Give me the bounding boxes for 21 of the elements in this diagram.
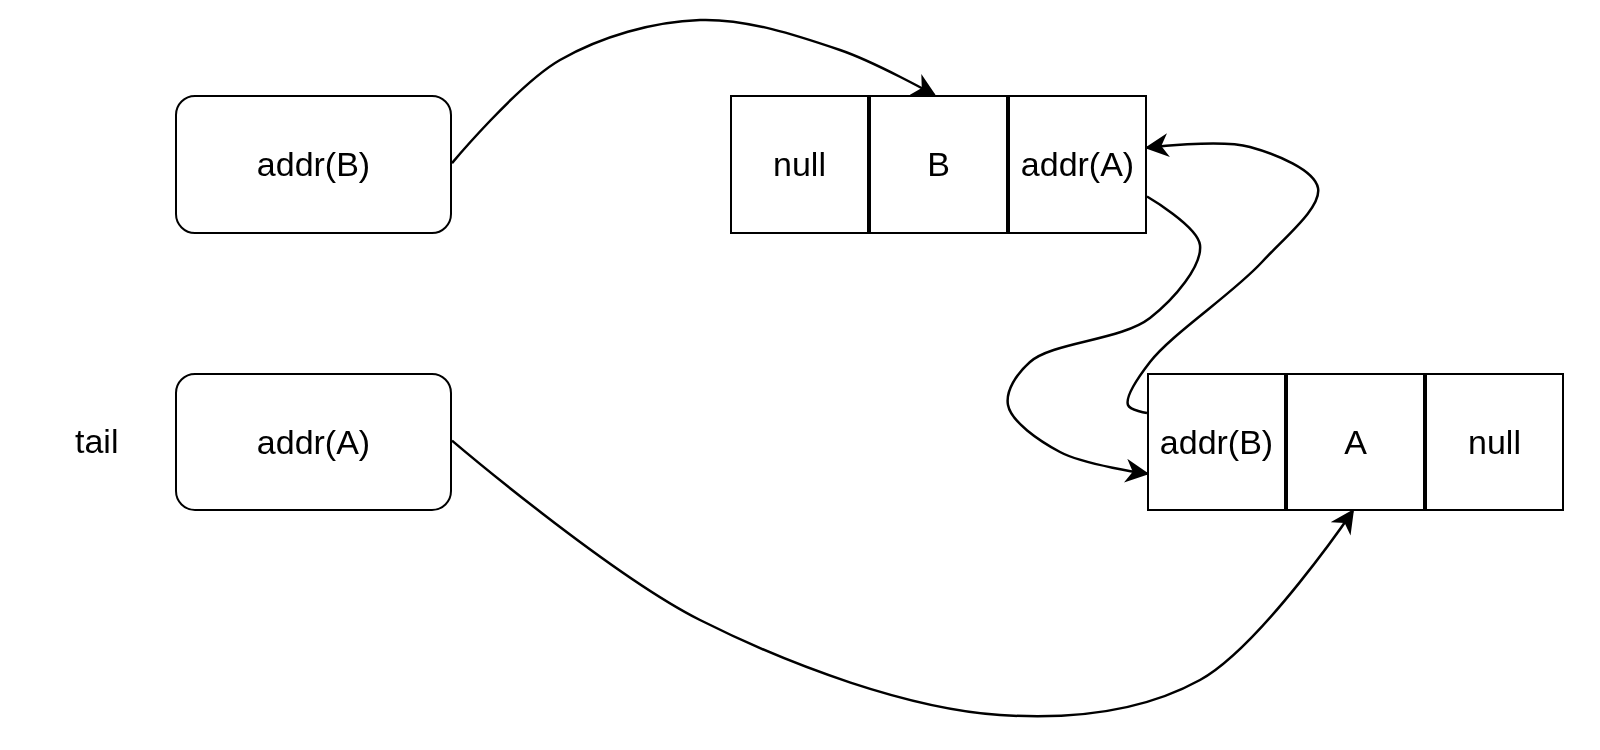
cell-value: addr(B): [1159, 422, 1274, 462]
pointer-box: [175, 373, 452, 511]
variable-name: tail: [75, 422, 119, 461]
list-cell: [730, 95, 869, 234]
arrow: [1006, 195, 1202, 483]
list-cell: [1286, 373, 1425, 511]
list-cell: [1425, 373, 1564, 511]
list-cell: [1008, 95, 1147, 234]
cell-value: null: [1468, 422, 1521, 462]
pointer-box: [175, 95, 452, 234]
arrow: [1126, 133, 1320, 415]
cell-value: B: [927, 145, 950, 184]
cell-value: A: [1344, 422, 1367, 462]
arrow: [451, 18, 937, 164]
arrow: [451, 439, 1355, 718]
cell-value: addr(A): [1020, 145, 1135, 184]
pointer-label: addr(B): [256, 145, 371, 184]
list-cell: [869, 95, 1008, 234]
list-cell: [1147, 373, 1286, 511]
pointer-label: addr(A): [256, 422, 371, 462]
cell-value: null: [773, 145, 826, 184]
